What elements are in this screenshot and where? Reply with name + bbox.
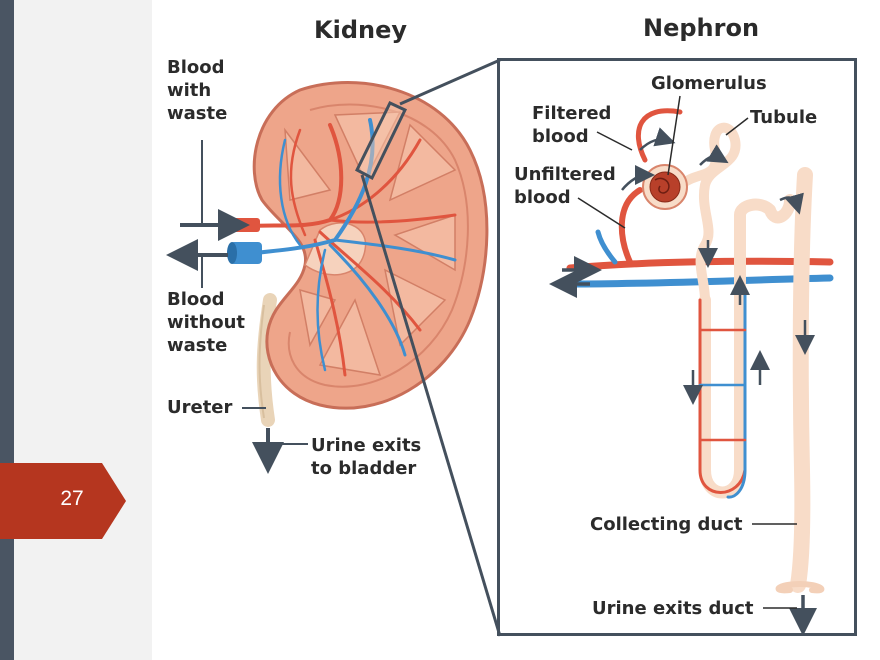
label-glomerulus: Glomerulus: [651, 72, 767, 95]
label-filtered-blood: Filtered blood: [532, 102, 611, 148]
label-urine-exits-duct: Urine exits duct: [592, 597, 754, 620]
label-tubule: Tubule: [750, 106, 817, 129]
label-collecting-duct: Collecting duct: [590, 513, 743, 536]
label-blood-with-waste: Blood with waste: [167, 56, 227, 125]
label-urine-exits-to-bladder: Urine exits to bladder: [311, 434, 421, 480]
label-unfiltered-blood: Unfiltered blood: [514, 163, 616, 209]
label-blood-without-waste: Blood without waste: [167, 288, 245, 357]
nephron-title: Nephron: [643, 14, 759, 42]
kidney-title: Kidney: [314, 16, 407, 44]
label-ureter: Ureter: [167, 396, 232, 419]
renal-artery: [230, 218, 260, 232]
